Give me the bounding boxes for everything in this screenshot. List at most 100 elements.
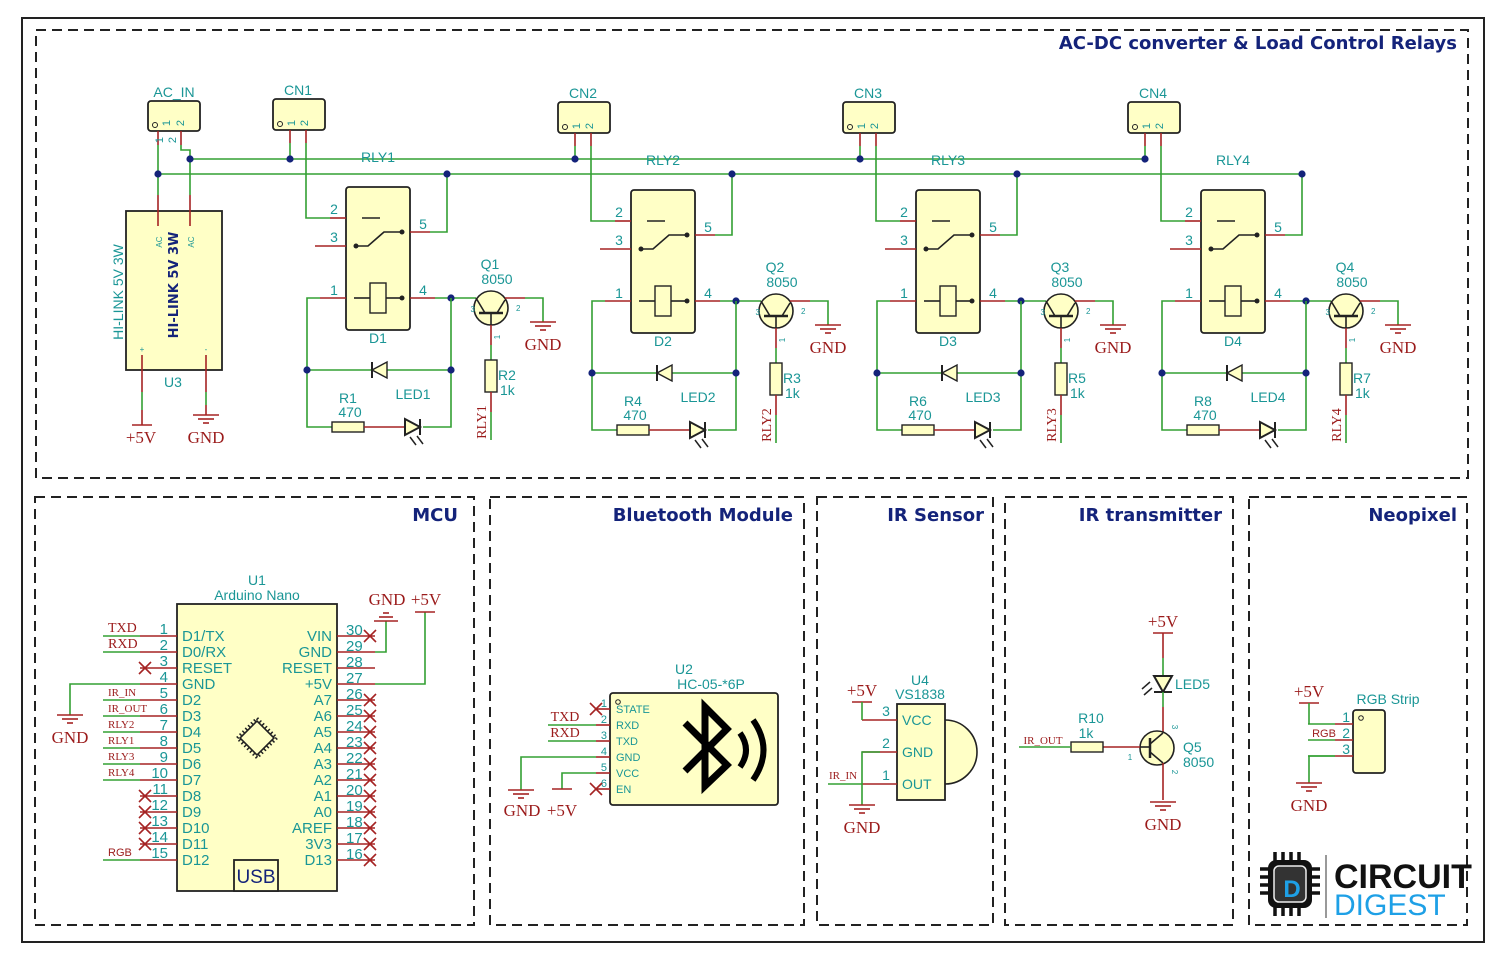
resistor-ref: R4 [624,393,642,409]
net-label: IR_OUT [1023,735,1062,747]
vcc-symbol: +5V [1148,612,1179,634]
resistor-icon [331,421,365,433]
diode-icon [370,360,388,380]
junction-dot [447,366,455,374]
net-label: RGB [1312,728,1336,740]
pin-name: RXD [616,720,639,732]
net-label: RLY2 [760,408,775,442]
led-light-arrow-icon [1264,439,1272,449]
rgb-strip-label: RGB Strip [1356,691,1419,707]
pin-name: VCC [902,712,932,728]
pin-number: 1 [856,123,868,129]
pin1-marker-icon [562,124,568,130]
pin-number: 19 [346,798,363,815]
no-connect-icon [363,709,377,723]
pin-number: 1 [601,698,607,710]
pin-number: 2 [601,714,607,726]
pin-name: A5 [314,724,332,741]
mcu-pin-24: 24 A5 [314,718,377,741]
pin-number: 1 [882,767,890,783]
relay-body [1200,189,1266,334]
transistor-lead [475,297,486,314]
no-connect-icon [363,693,377,707]
rgb-pin: 3 [1308,741,1353,757]
resistor-icon [1186,424,1220,436]
resistor-value: 470 [338,404,362,420]
pin-name: D13 [304,852,332,869]
relay-switch-icon [356,231,402,247]
connector-ref: CN3 [854,85,882,101]
relay-coil-icon [939,285,957,317]
ground-symbol: GND [1095,324,1131,357]
wire [561,772,596,789]
contact-dot-icon [399,229,405,235]
led-light-arrow-icon [694,439,702,449]
pin-number: 29 [346,638,363,655]
pin-name: D10 [182,820,210,837]
junction-dot [856,155,864,163]
led-light-arrow-icon [1271,438,1279,448]
neopixel-section-frame [1248,496,1468,926]
pin-name: D4 [182,724,201,741]
pin-name: D12 [182,852,210,869]
led-light-arrow-icon [409,436,417,446]
ir-transmitter-section-frame [1004,496,1234,926]
pin-number: 14 [151,829,168,846]
no-connect-icon [589,702,603,716]
ground-symbol: GND [810,324,846,357]
no-connect-icon [363,741,377,755]
junction-dot [1302,369,1310,377]
transistor-lead [1351,302,1361,317]
pin-name: A6 [314,708,332,725]
section-title-relays: AC-DC converter & Load Control Relays [1059,33,1457,54]
pin-number: 5 [1274,219,1282,235]
pin1-marker-icon [1132,124,1138,130]
wire [69,683,140,715]
pin-number: 24 [346,718,363,735]
led-ref: LED3 [965,389,1000,405]
no-connect-icon [363,805,377,819]
wire [591,300,617,431]
relays-section-frame [35,29,1469,479]
resistor-ref: R6 [909,393,927,409]
pin-number: 30 [346,622,363,639]
wire [1380,300,1399,325]
vcc-label: +5V [547,801,578,820]
pin-name: D5 [182,740,201,757]
pin-name: AC [155,236,164,247]
ground-label: GND [1291,796,1328,815]
junction-dot [303,366,311,374]
pin-number: 4 [704,285,712,301]
ir-value: VS1838 [895,686,945,702]
wire [590,146,615,222]
transistor-ref: Q2 [766,259,785,275]
wire [306,297,332,428]
junction-dot [154,170,162,178]
pin-name: RESET [282,660,332,677]
relay-body [630,189,696,334]
no-connect-icon [363,773,377,787]
pin-number: 2 [584,123,596,129]
bluetooth-value: HC-05-*6P [677,676,745,692]
no-connect-icon [138,661,152,675]
logo-digest-text: DIGEST [1334,889,1446,922]
relay-body [915,189,981,334]
